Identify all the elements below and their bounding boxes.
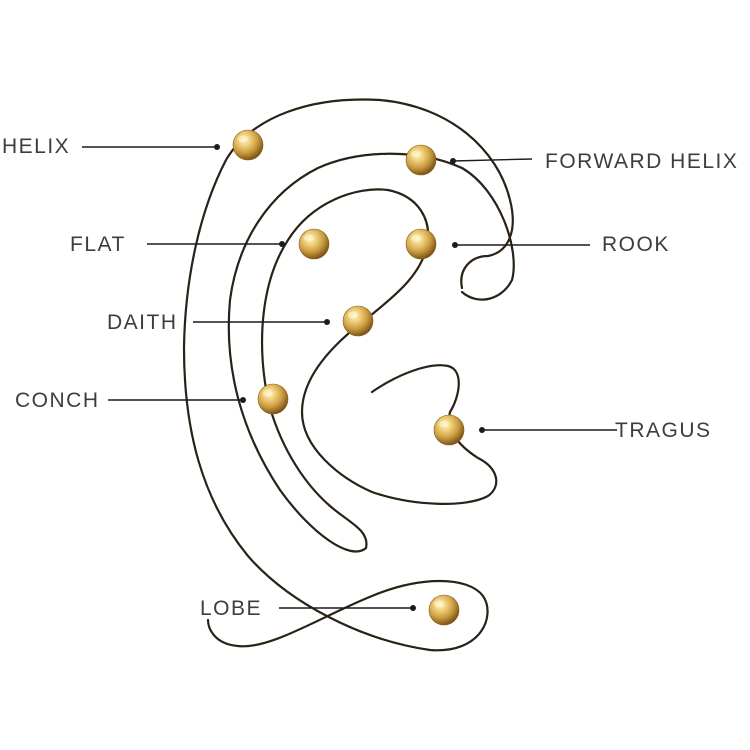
stud-conch: [257, 383, 289, 415]
label-tragus: TRAGUS: [615, 419, 712, 442]
label-lobe: LOBE: [200, 597, 262, 620]
piercing-labels: HELIX FORWARD HELIX FLAT ROOK DAITH CONC…: [2, 135, 738, 620]
stud-helix: [232, 129, 264, 161]
antihelix-outline: [227, 152, 515, 553]
leader-dot-conch: [240, 397, 246, 403]
stud-tragus: [433, 414, 465, 446]
leader-lines: [82, 144, 617, 611]
label-forward-helix: FORWARD HELIX: [545, 150, 738, 173]
ear-outline: [182, 98, 515, 652]
stud-lobe: [428, 594, 460, 626]
leader-dot-helix: [214, 144, 220, 150]
leader-dot-forward-helix: [450, 158, 456, 164]
leader-dot-rook: [452, 242, 458, 248]
leader-dot-flat: [279, 241, 285, 247]
stud-daith: [342, 305, 374, 337]
label-flat: FLAT: [70, 233, 126, 256]
leader-dot-tragus: [479, 427, 485, 433]
stud-flat: [298, 228, 330, 260]
leader-line-forward-helix: [452, 158, 533, 162]
label-helix: HELIX: [2, 135, 70, 158]
label-daith: DAITH: [107, 311, 178, 334]
piercing-studs: [232, 129, 465, 626]
label-conch: CONCH: [15, 389, 100, 412]
leader-dot-lobe: [410, 605, 416, 611]
label-rook: ROOK: [602, 233, 670, 256]
stud-forward-helix: [405, 144, 437, 176]
leader-dot-daith: [324, 319, 330, 325]
stud-rook: [405, 228, 437, 260]
